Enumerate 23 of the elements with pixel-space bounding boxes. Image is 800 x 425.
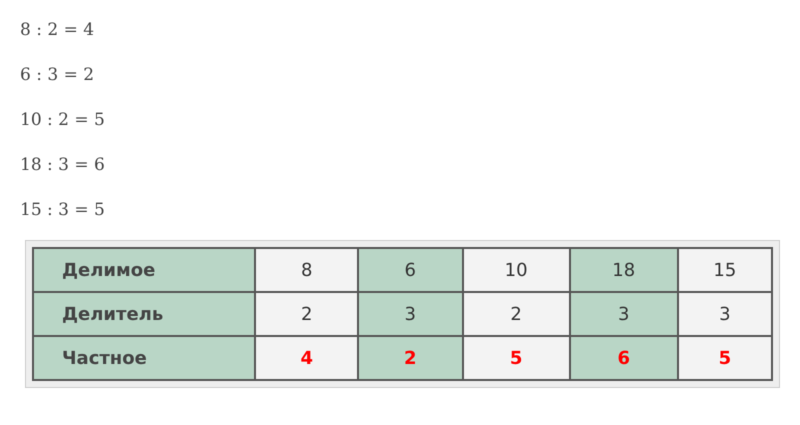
table-cell: 3 [570, 292, 678, 336]
table-cell: 3 [358, 292, 463, 336]
answer-cell: 5 [678, 336, 772, 380]
row-header: Частное [33, 336, 256, 380]
equation: 10 : 2 = 5 [20, 110, 105, 130]
equation: 8 : 2 = 4 [20, 20, 94, 40]
table-cell: 15 [678, 248, 772, 292]
answer-cell: 6 [570, 336, 678, 380]
row-header: Делимое [33, 248, 256, 292]
answer-cell: 4 [255, 336, 358, 380]
table-cell: 2 [255, 292, 358, 336]
equation: 15 : 3 = 5 [20, 200, 105, 220]
table-cell: 6 [358, 248, 463, 292]
table-cell: 2 [462, 292, 570, 336]
equation: 18 : 3 = 6 [20, 155, 105, 175]
row-header: Делитель [33, 292, 256, 336]
answer-cell: 2 [358, 336, 463, 380]
table-cell: 18 [570, 248, 678, 292]
table-cell: 8 [255, 248, 358, 292]
equation: 6 : 3 = 2 [20, 65, 94, 85]
table-cell: 3 [678, 292, 772, 336]
table-cell: 10 [462, 248, 570, 292]
answer-cell: 5 [462, 336, 570, 380]
